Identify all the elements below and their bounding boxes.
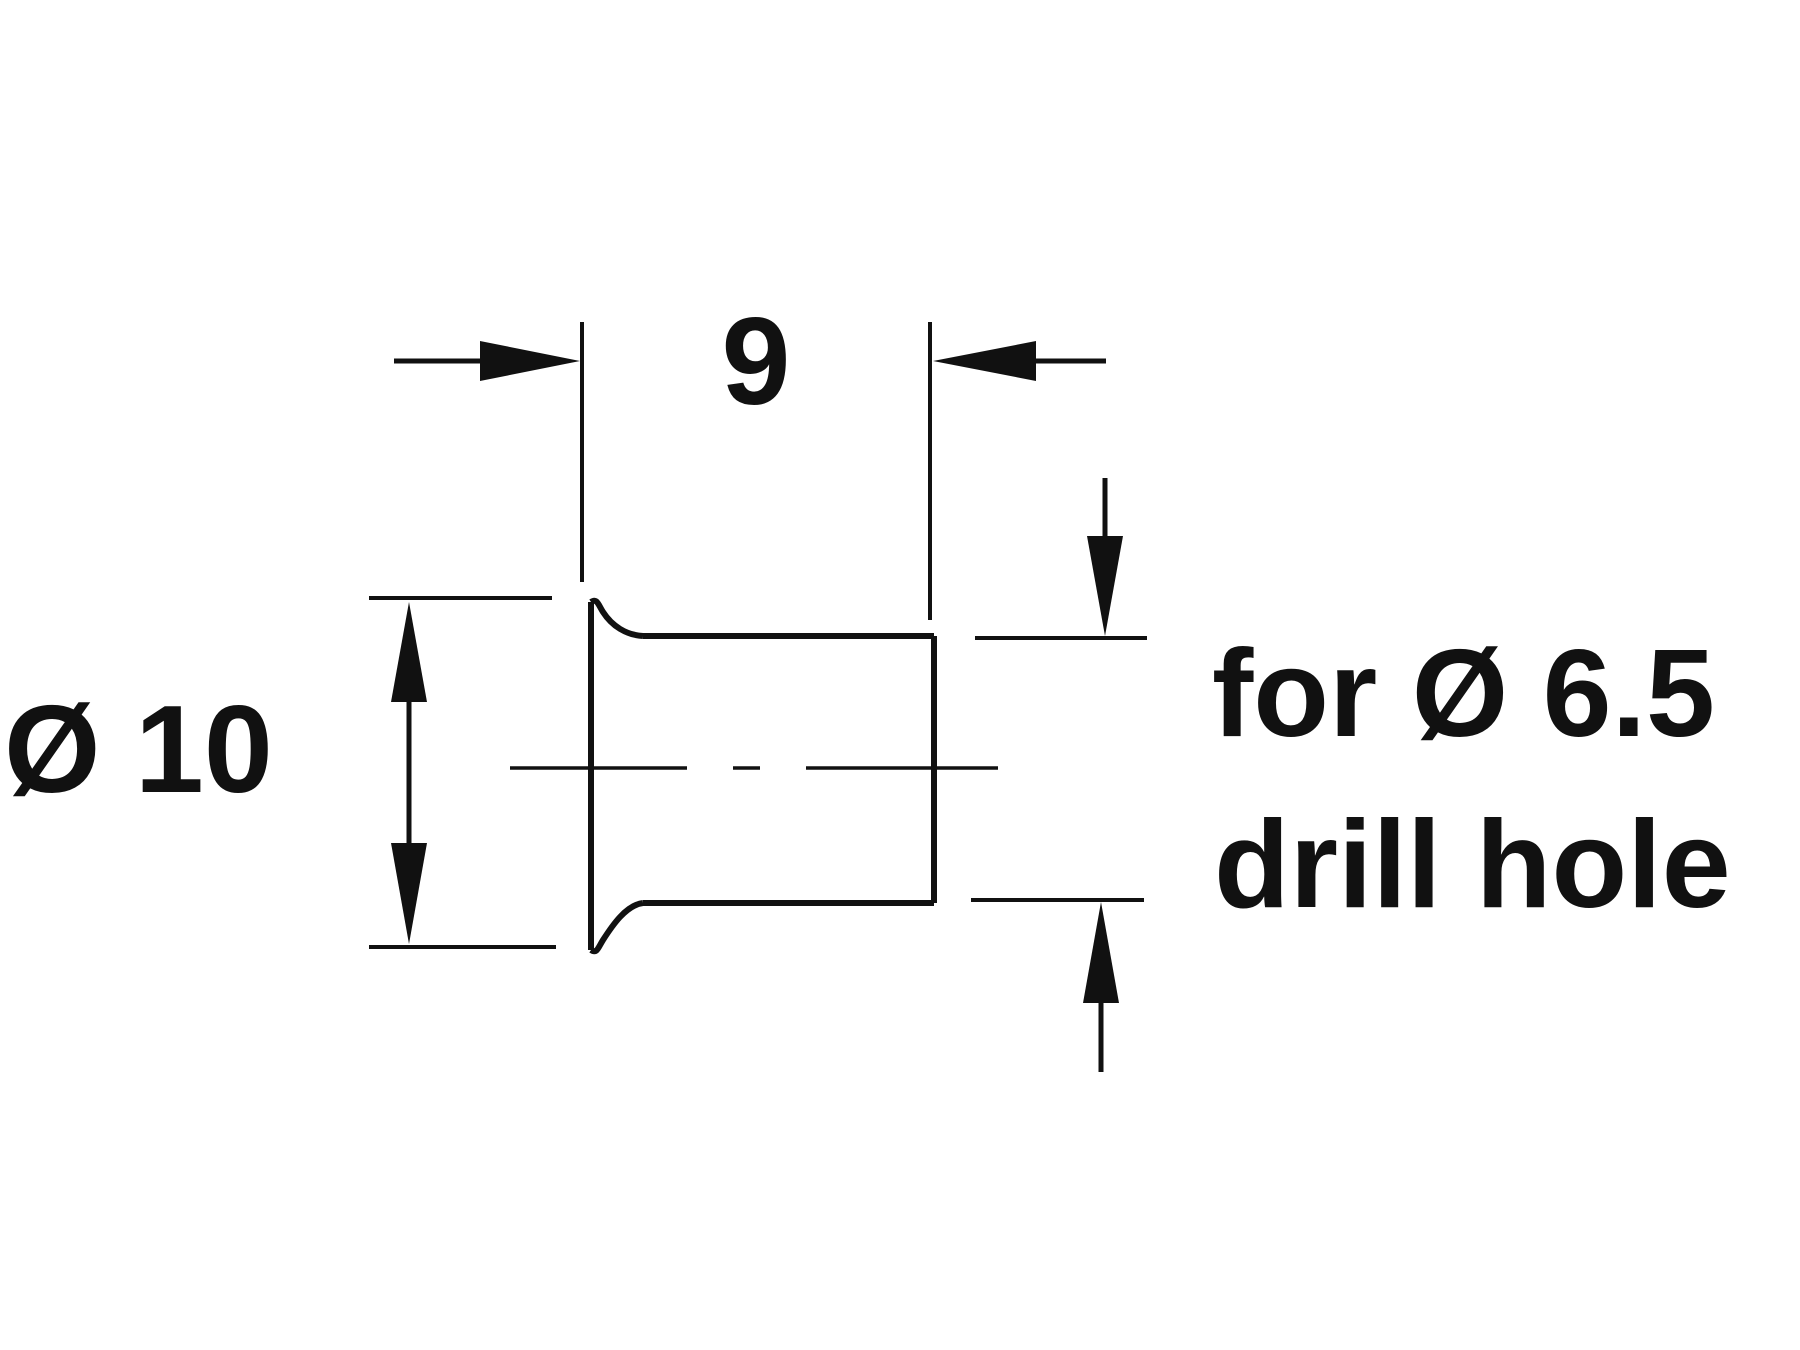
drill-hole-label-line1: for Ø 6.5 (1212, 625, 1715, 763)
diameter-dimension (369, 596, 556, 949)
arrowhead-top (391, 602, 427, 702)
drill-hole-label-line2: drill hole (1214, 796, 1731, 934)
length-label: 9 (722, 293, 791, 431)
sleeve-outline (588, 597, 937, 955)
flange-top-curve (589, 597, 644, 639)
diameter-label: Ø 10 (4, 681, 273, 819)
length-dimension (394, 322, 1106, 620)
arrowhead-up (1083, 902, 1119, 1003)
arrowhead-right (933, 341, 1036, 381)
arrowhead-bottom (391, 843, 427, 944)
arrowhead-down (1087, 536, 1123, 636)
flange-bottom-curve (589, 900, 644, 955)
drill-hole-dimension (971, 478, 1147, 1072)
arrowhead-left (480, 341, 580, 381)
